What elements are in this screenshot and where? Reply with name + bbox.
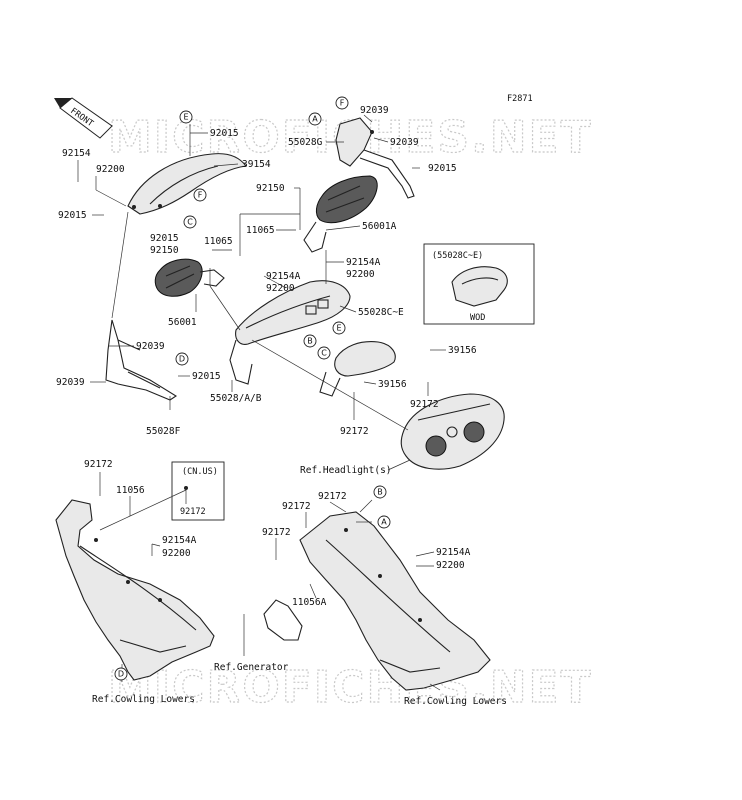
mirror-left-part [154, 258, 225, 297]
svg-text:B: B [307, 337, 313, 346]
inner-cowl-bracket-left [105, 319, 178, 401]
label-55028c-e: 55028C~E [358, 307, 404, 318]
callout-e-top: E [179, 110, 193, 124]
svg-text:A: A [312, 115, 318, 124]
label-92172-b: 92172 [340, 426, 369, 437]
label-11065-left: 11065 [204, 236, 233, 247]
label-92172-d: 92172 [282, 501, 311, 512]
callout-b-mid: B [303, 334, 317, 348]
label-56001a: 56001A [362, 221, 397, 232]
headlight-cover-part [319, 341, 396, 397]
svg-text:C: C [321, 349, 327, 358]
svg-text:F: F [198, 191, 203, 200]
callout-d-mid: D [175, 352, 189, 366]
svg-text:D: D [179, 355, 185, 364]
cn-us-box-part: 92172 [180, 507, 206, 517]
label-92039-c: 92039 [136, 341, 165, 352]
label-92200-top: 92200 [346, 269, 375, 280]
label-39154: 39154 [242, 159, 271, 170]
part-labels: 92015 92039 55028G 92039 92015 92154 922… [56, 105, 477, 608]
callout-d-low: D [114, 667, 128, 681]
label-56001: 56001 [168, 317, 197, 328]
variant-box: (55028C~E) WOD [423, 243, 535, 325]
label-92154a-top: 92154A [346, 257, 381, 268]
label-39156-b: 39156 [378, 379, 407, 390]
ref-cowling-lowers-left: Ref.Cowling Lowers [92, 694, 195, 705]
label-55028-a-b: 55028/A/B [210, 393, 262, 404]
svg-text:B: B [377, 488, 383, 497]
inner-upper-cowl-part [229, 280, 351, 385]
label-92039-top: 92039 [360, 105, 389, 116]
label-92039-b: 92039 [390, 137, 419, 148]
label-92150-top: 92150 [256, 183, 285, 194]
label-55028f: 55028F [146, 426, 181, 437]
label-92154a-low-left: 92154A [162, 535, 197, 546]
ref-generator: Ref.Generator [214, 662, 289, 673]
variant-cover-part [451, 266, 508, 307]
variant-box-title: (55028C~E) [432, 251, 483, 261]
callout-c-mid: C [317, 346, 331, 360]
callout-a-top: A [308, 112, 322, 126]
front-arrow-icon: FRONT [54, 97, 113, 139]
label-92172-c: 92172 [318, 491, 347, 502]
label-92200-mid: 92200 [266, 283, 295, 294]
label-92172-e: 92172 [262, 527, 291, 538]
generator-bracket-part [243, 599, 303, 656]
svg-text:E: E [336, 324, 341, 333]
svg-text:D: D [118, 670, 124, 679]
leader-lines [77, 114, 446, 691]
label-92015-a: 92015 [210, 128, 239, 139]
figure-id: F2871 [507, 94, 533, 104]
label-92154a-low-right: 92154A [436, 547, 471, 558]
ref-headlight: Ref.Headlight(s) [300, 465, 392, 476]
callout-b-low: B [373, 485, 387, 499]
windshield-part [127, 153, 248, 215]
callout-f-top: F [193, 188, 207, 202]
cowling-side-right-part [299, 511, 491, 691]
label-11065-right: 11065 [246, 225, 275, 236]
cn-us-box-title: (CN.US) [182, 467, 218, 477]
label-92154-left: 92154 [62, 148, 91, 159]
label-92200-left: 92200 [96, 164, 125, 175]
label-92015-left: 92015 [58, 210, 87, 221]
label-39156-a: 39156 [448, 345, 477, 356]
label-11056: 11056 [116, 485, 145, 496]
variant-box-caption: WOD [470, 313, 485, 323]
svg-text:F: F [340, 99, 345, 108]
svg-text:E: E [183, 113, 188, 122]
ref-labels: Ref.Headlight(s) Ref.Generator Ref.Cowli… [92, 465, 507, 707]
label-92172-lower-left: 92172 [84, 459, 113, 470]
svg-text:C: C [187, 218, 193, 227]
watermark-bottom: MICROFICHES.NET [108, 662, 593, 713]
cn-us-box: (CN.US) 92172 [171, 461, 225, 521]
cowling-side-left-part [55, 499, 215, 681]
label-92015-d: 92015 [192, 371, 221, 382]
label-92200-low-right: 92200 [436, 560, 465, 571]
svg-text:A: A [381, 518, 387, 527]
label-92200-low-left: 92200 [162, 548, 191, 559]
label-92172-a: 92172 [410, 399, 439, 410]
callout-c-left: C [183, 215, 197, 229]
label-55028g: 55028G [288, 137, 323, 148]
label-92154a-mid: 92154A [266, 271, 301, 282]
label-92039-d: 92039 [56, 377, 85, 388]
upper-stay-bracket [335, 117, 415, 199]
label-92015-mid: 92015 [150, 233, 179, 244]
label-92015-right: 92015 [428, 163, 457, 174]
mirror-right-part [303, 175, 378, 253]
callout-f-right: F [335, 96, 349, 110]
callout-e-mid: E [332, 321, 346, 335]
label-11056a: 11056A [292, 597, 327, 608]
callout-a-low: A [377, 515, 391, 529]
headlight-assembly-part [400, 393, 505, 470]
label-92150-mid: 92150 [150, 245, 179, 256]
ref-cowling-lowers-right: Ref.Cowling Lowers [404, 696, 507, 707]
